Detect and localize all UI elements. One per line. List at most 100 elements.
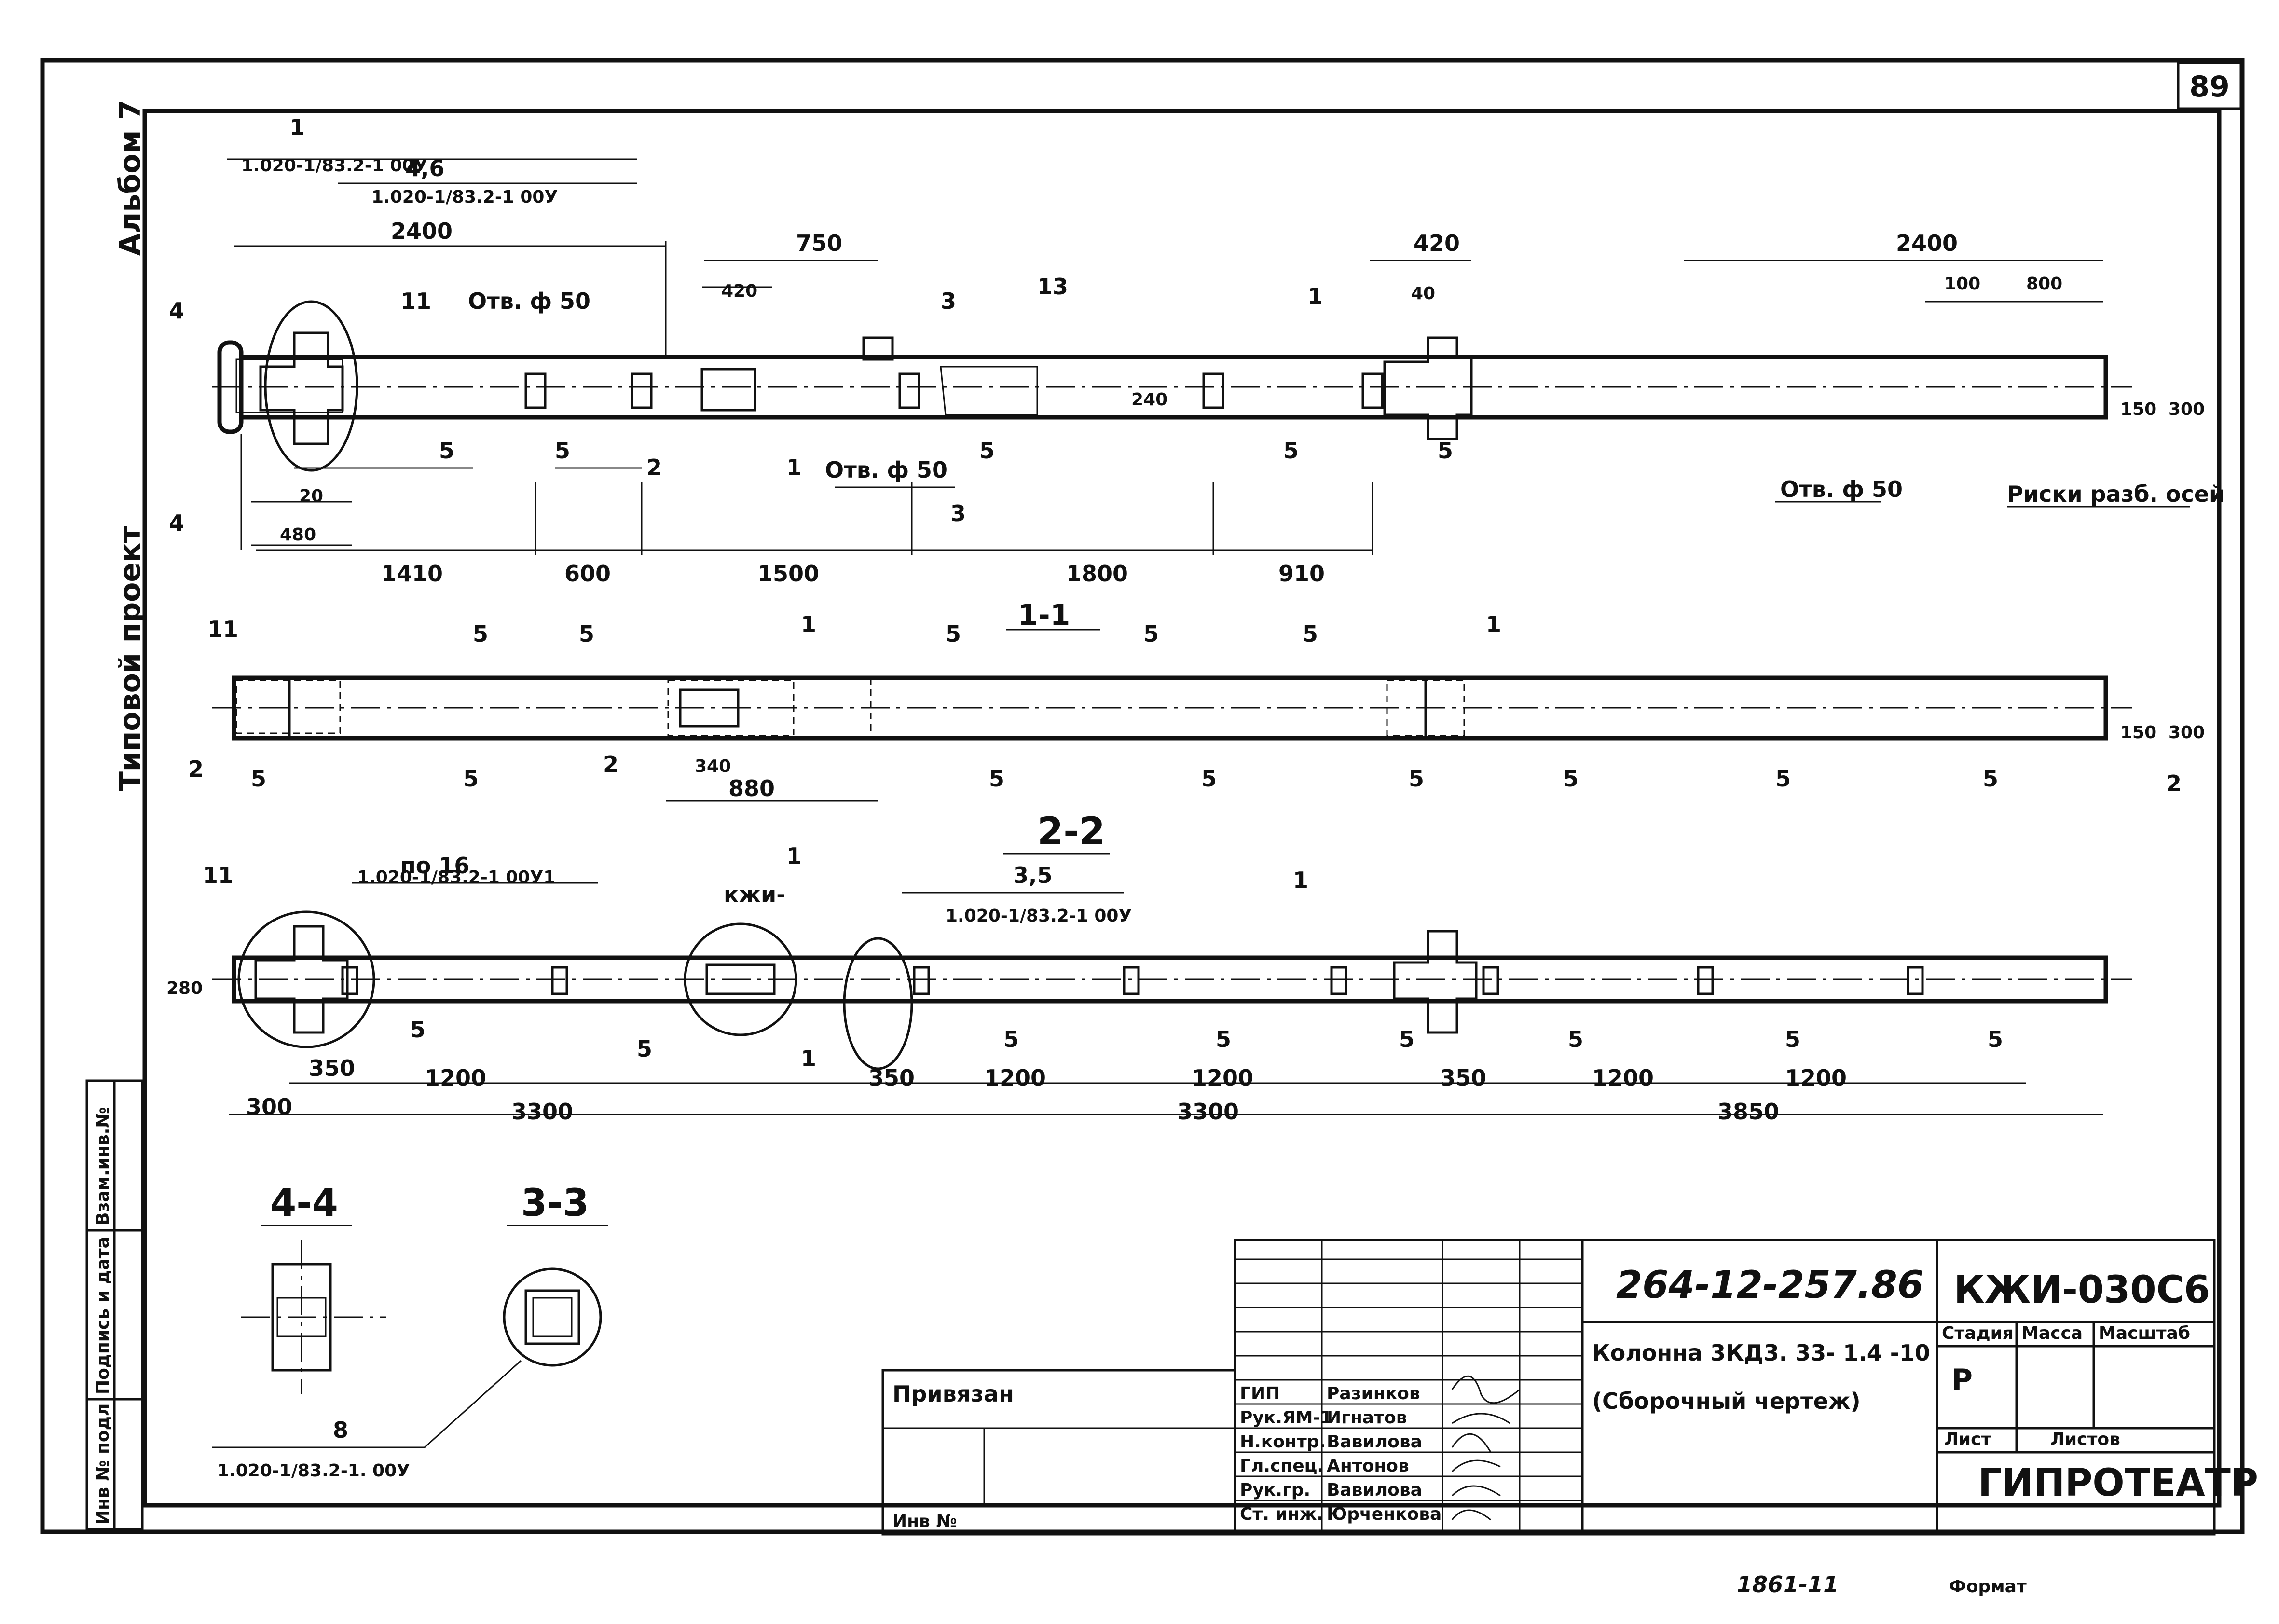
- outer-frame: [40, 58, 2245, 1534]
- svg-text:5: 5: [1775, 766, 1791, 792]
- svg-text:3: 3: [941, 288, 956, 314]
- sections: 4-4 3-3 8 1.020-1/83.2-1. 00У: [212, 1182, 608, 1481]
- svg-text:420: 420: [1414, 230, 1460, 256]
- svg-text:40: 40: [1411, 284, 1435, 303]
- svg-text:5: 5: [1201, 766, 1217, 792]
- svg-text:1.020-1/83.2-1 00У: 1.020-1/83.2-1 00У: [946, 906, 1132, 926]
- svg-text:1: 1: [801, 611, 816, 637]
- svg-text:Отв. ф 50: Отв. ф 50: [825, 457, 947, 483]
- sheet-number: 89: [2189, 70, 2230, 104]
- svg-text:20: 20: [299, 486, 323, 506]
- svg-text:350: 350: [1440, 1065, 1486, 1091]
- svg-text:(Сборочный чертеж): (Сборочный чертеж): [1592, 1388, 1861, 1414]
- svg-text:5: 5: [251, 766, 266, 792]
- svg-text:2400: 2400: [391, 218, 453, 244]
- hole-label-a: Отв. ф 50: [468, 288, 590, 314]
- svg-text:1200: 1200: [1785, 1065, 1847, 1091]
- svg-text:1200: 1200: [1192, 1065, 1253, 1091]
- svg-text:800: 800: [2026, 274, 2062, 294]
- svg-text:2400: 2400: [1896, 230, 1958, 256]
- ref-a: 1.020-1/83.2-1 00У: [241, 156, 427, 176]
- svg-text:5: 5: [1399, 1026, 1414, 1052]
- svg-text:кжи-: кжи-: [724, 881, 785, 908]
- svg-text:Р: Р: [1951, 1363, 1973, 1397]
- svg-text:Рук.ЯМ-1: Рук.ЯМ-1: [1240, 1408, 1332, 1428]
- embed-cross-right: [1383, 336, 1473, 440]
- svg-text:1: 1: [786, 454, 802, 481]
- svg-text:5: 5: [1983, 766, 1998, 792]
- svg-text:350: 350: [309, 1055, 355, 1081]
- svg-text:Ст. инж.: Ст. инж.: [1240, 1504, 1323, 1524]
- album-label: Альбом 7: [113, 100, 147, 256]
- svg-text:4: 4: [169, 298, 184, 324]
- view-top: 2400 750 420 420 2400 100 800 1410 600 1…: [169, 114, 2224, 587]
- svg-text:340: 340: [695, 757, 731, 776]
- svg-text:1: 1: [1307, 283, 1323, 309]
- svg-text:2: 2: [603, 751, 618, 777]
- svg-text:Игнатов: Игнатов: [1327, 1408, 1407, 1428]
- signatures: [1451, 1375, 1520, 1521]
- svg-text:5: 5: [463, 766, 479, 792]
- svg-text:Разинков: Разинков: [1327, 1384, 1420, 1404]
- svg-text:150: 150: [2120, 723, 2156, 743]
- svg-text:1: 1: [289, 114, 305, 140]
- svg-text:3,5: 3,5: [1013, 862, 1053, 888]
- svg-text:3300: 3300: [511, 1099, 573, 1125]
- svg-text:1: 1: [801, 1046, 816, 1072]
- svg-text:2: 2: [188, 756, 204, 782]
- svg-text:420: 420: [721, 281, 757, 301]
- svg-text:5: 5: [410, 1017, 426, 1043]
- svg-text:Рук.гр.: Рук.гр.: [1240, 1480, 1310, 1500]
- svg-text:1.020-1/83.2-1. 00У: 1.020-1/83.2-1. 00У: [217, 1461, 410, 1481]
- svg-text:3850: 3850: [1717, 1099, 1779, 1125]
- stamp-col2: Подпись и дата: [93, 1237, 113, 1394]
- svg-text:880: 880: [728, 775, 775, 801]
- sheet-code: КЖИ-030С6: [1954, 1268, 2210, 1312]
- svg-text:1800: 1800: [1066, 561, 1128, 587]
- view-bottom: 2-2 по 16 1.020-1/83.2-1 00У1 кжи- 3,5 1…: [166, 810, 2132, 1125]
- svg-text:5: 5: [1563, 766, 1579, 792]
- svg-text:5: 5: [579, 621, 594, 647]
- svg-text:Колонна 3КД3. 33- 1.4 -10: Колонна 3КД3. 33- 1.4 -10: [1592, 1340, 1930, 1366]
- svg-text:5: 5: [439, 438, 454, 464]
- section-4-4-title: 4-4: [270, 1182, 338, 1225]
- svg-text:13: 13: [1037, 274, 1068, 300]
- svg-text:Вавилова: Вавилова: [1327, 1432, 1422, 1452]
- svg-text:4: 4: [169, 510, 184, 536]
- svg-text:Масса: Масса: [2021, 1323, 2083, 1343]
- svg-text:1200: 1200: [425, 1065, 486, 1091]
- svg-text:Отв. ф 50: Отв. ф 50: [1780, 476, 1903, 502]
- svg-text:480: 480: [280, 525, 316, 545]
- svg-text:100: 100: [1944, 274, 1980, 294]
- svg-text:Стадия: Стадия: [1942, 1323, 2014, 1343]
- svg-text:11: 11: [203, 862, 233, 888]
- svg-text:Привязан: Привязан: [892, 1381, 1014, 1407]
- svg-text:150: 150: [2120, 399, 2156, 419]
- svg-text:ГИП: ГИП: [1240, 1384, 1280, 1404]
- title-block: 264-12-257.86 КЖИ-030С6 Колонна 3КД3. 33…: [881, 1239, 2258, 1597]
- svg-text:Листов: Листов: [2050, 1430, 2120, 1449]
- stamp-col3: Взам.инв.№: [93, 1107, 113, 1225]
- svg-text:5: 5: [979, 438, 995, 464]
- org-name: ГИПРОТЕАТР: [1978, 1461, 2258, 1505]
- svg-text:Инв №: Инв №: [892, 1512, 957, 1531]
- svg-text:Лист: Лист: [1944, 1430, 1991, 1449]
- svg-text:5: 5: [1216, 1026, 1231, 1052]
- svg-text:5: 5: [1283, 438, 1299, 464]
- section-1-1-title: 1-1: [1018, 598, 1070, 632]
- svg-text:1861-11: 1861-11: [1737, 1571, 1839, 1597]
- svg-text:Вавилова: Вавилова: [1327, 1480, 1422, 1500]
- svg-text:5: 5: [473, 621, 488, 647]
- svg-text:300: 300: [2169, 723, 2205, 743]
- svg-text:Формат: Формат: [1949, 1577, 2027, 1596]
- svg-text:5: 5: [946, 621, 961, 647]
- svg-text:1: 1: [1486, 611, 1501, 637]
- svg-text:Масштаб: Масштаб: [2099, 1323, 2190, 1343]
- svg-text:300: 300: [246, 1094, 292, 1120]
- svg-text:по 16: по 16: [400, 853, 469, 879]
- svg-text:5: 5: [989, 766, 1004, 792]
- embed-cross-left: [259, 331, 344, 445]
- marks-label: Риски разб. осей: [2007, 481, 2224, 507]
- svg-text:910: 910: [1278, 561, 1325, 587]
- svg-text:5: 5: [1409, 766, 1424, 792]
